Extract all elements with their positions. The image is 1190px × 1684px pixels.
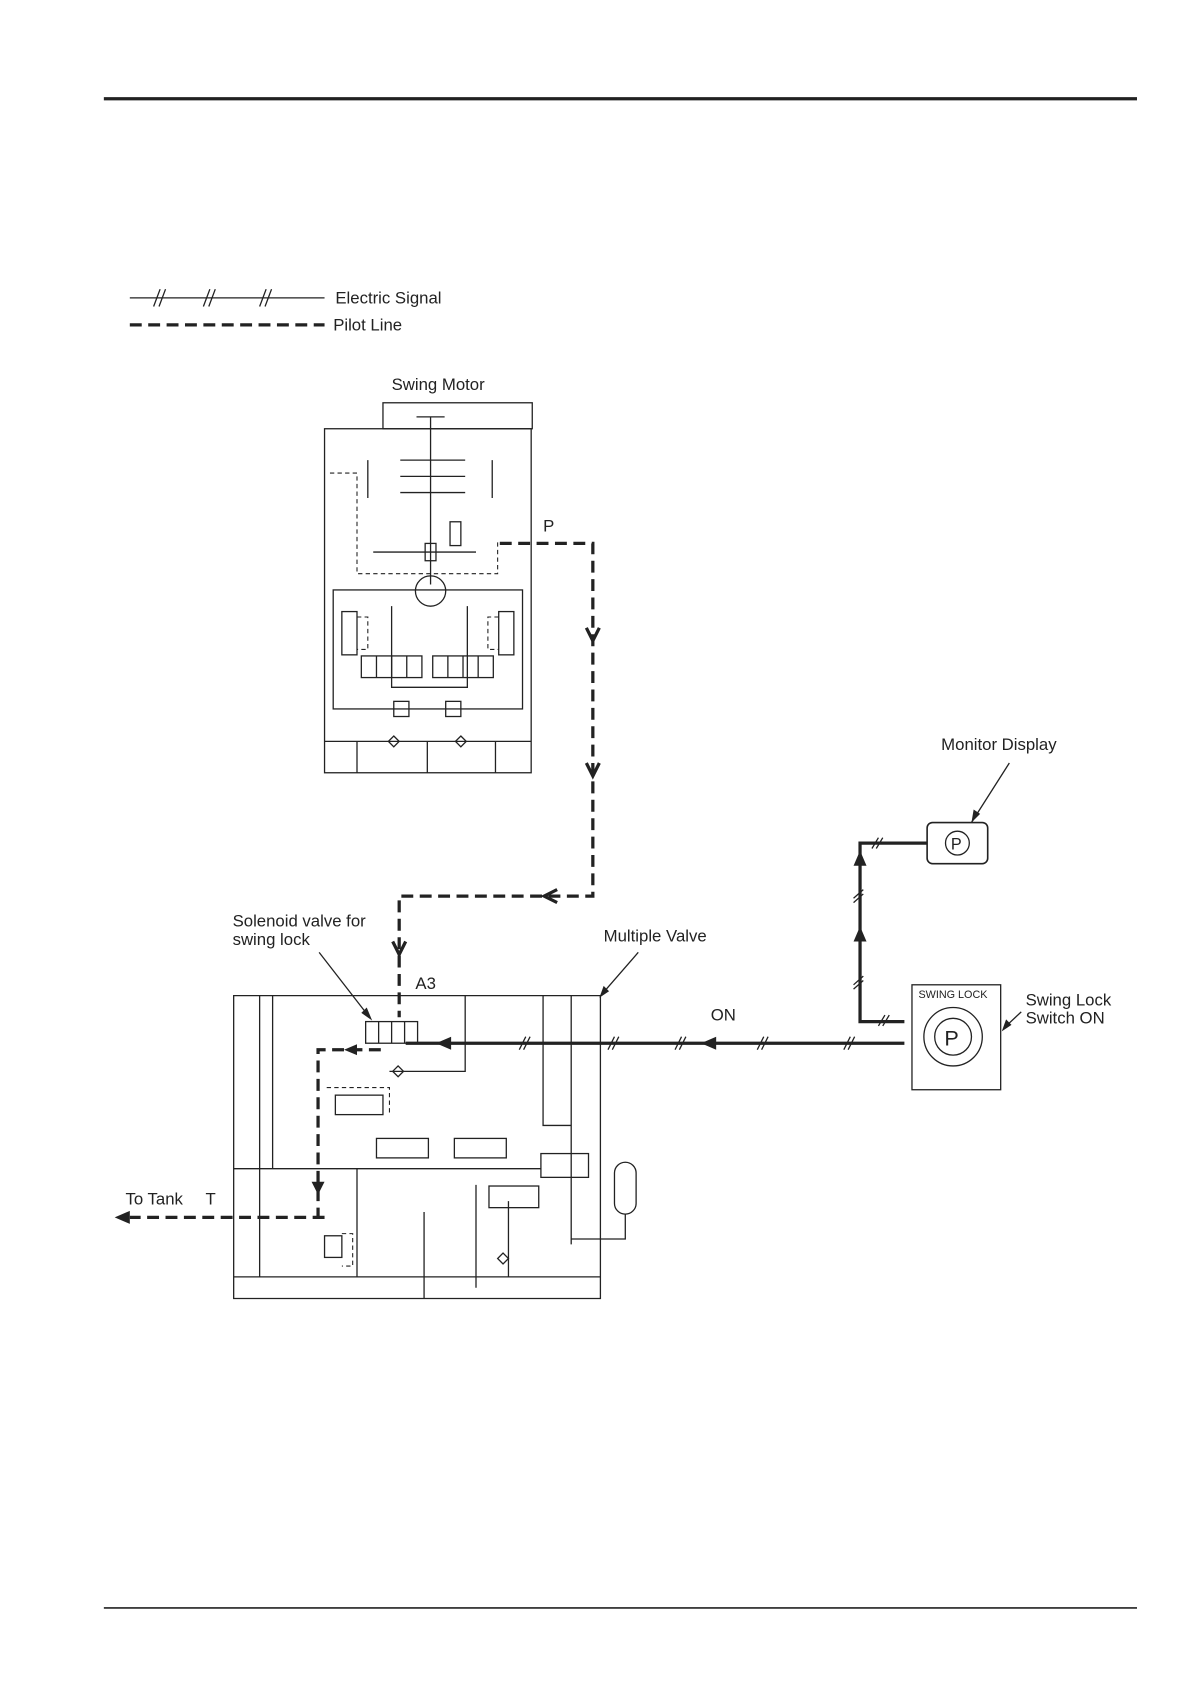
monitor-display-label: Monitor Display (941, 735, 1057, 754)
monitor-p-symbol: P (951, 836, 962, 854)
legend-electric-signal: Electric Signal (335, 288, 441, 307)
on-label: ON (711, 1006, 736, 1025)
switch-p-symbol: P (944, 1025, 958, 1050)
swing-lock-switch: SWING LOCK P Swing Lock Switch ON (911, 984, 1112, 1091)
pilot-line-p-to-a3 (397, 541, 595, 1018)
solenoid-label-2: swing lock (233, 930, 311, 949)
legend-pilot-line: Pilot Line (333, 315, 402, 334)
to-tank-label: To Tank (125, 1189, 183, 1208)
multiple-valve-label: Multiple Valve (604, 927, 707, 946)
port-t-label: T (206, 1189, 216, 1208)
swing-lock-label-1: Swing Lock (1026, 990, 1112, 1009)
swing-motor: Swing Motor P (323, 375, 554, 774)
electric-line-switch-to-monitor (858, 841, 928, 1024)
swing-motor-label: Swing Motor (392, 375, 486, 394)
monitor-display: Monitor Display P (926, 735, 1057, 865)
multiple-valve: Solenoid valve for swing lock Multiple V… (233, 911, 707, 1300)
solenoid-label-1: Solenoid valve for (233, 911, 367, 930)
swing-lock-label-2: Switch ON (1026, 1009, 1105, 1028)
port-p-label: P (543, 517, 554, 536)
swing-lock-panel-label: SWING LOCK (918, 989, 988, 1001)
legend: Electric Signal Pilot Line (129, 288, 442, 334)
a3-label: A3 (415, 974, 436, 993)
